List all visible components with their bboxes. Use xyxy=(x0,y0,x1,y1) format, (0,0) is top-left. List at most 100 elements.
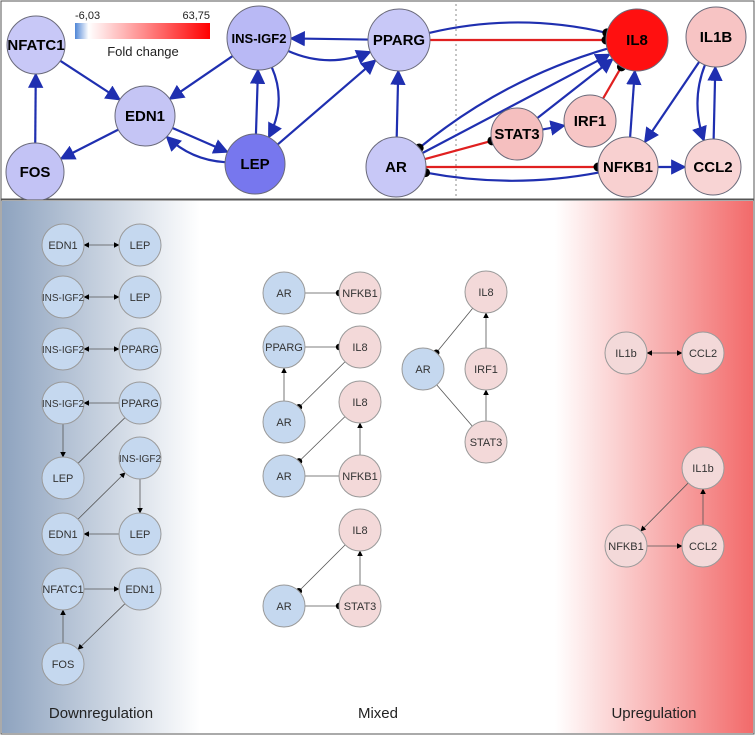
motif-node-edn1[interactable]: EDN1 xyxy=(118,567,162,611)
edge-stat3-irf1 xyxy=(542,120,566,136)
node-il8[interactable]: IL8 xyxy=(605,8,669,72)
motif-node-circle xyxy=(338,508,382,552)
motif-node-ins-igf2[interactable]: INS-IGF2 xyxy=(41,275,85,319)
motif-node-label: AR xyxy=(276,601,291,613)
motif-node-label: LEP xyxy=(130,529,151,541)
node-edn1[interactable]: EDN1 xyxy=(114,85,176,147)
node-nfatc1[interactable]: NFATC1 xyxy=(6,15,66,75)
node-fos[interactable]: FOS xyxy=(5,142,65,202)
motif-node-ins-igf2[interactable]: INS-IGF2 xyxy=(41,327,85,371)
edge-edn1-lep xyxy=(172,126,229,154)
motif-node-irf1[interactable]: IRF1 xyxy=(464,347,508,391)
motif-node-label: IL8 xyxy=(352,397,367,409)
motif-node-pparg[interactable]: PPARG xyxy=(118,381,162,425)
node-circle xyxy=(226,5,292,71)
motif-node-nfatc1[interactable]: NFATC1 xyxy=(41,567,85,611)
motif-node-circle xyxy=(262,400,306,444)
motif-node-lep[interactable]: LEP xyxy=(118,512,162,556)
motif-node-ar[interactable]: AR xyxy=(262,271,306,315)
motif-node-circle xyxy=(681,446,725,490)
motif-node-label: IL1b xyxy=(615,348,636,360)
motif-node-pparg[interactable]: PPARG xyxy=(118,327,162,371)
motif-node-ccl2[interactable]: CCL2 xyxy=(681,331,725,375)
motif-node-nfkb1[interactable]: NFKB1 xyxy=(338,271,382,315)
motif-node-label: IRF1 xyxy=(474,364,498,376)
edge-fos-nfatc1 xyxy=(27,72,44,144)
network-edges xyxy=(27,21,723,182)
node-label: NFATC1 xyxy=(7,37,64,54)
motif-node-ar[interactable]: AR xyxy=(262,400,306,444)
node-lep[interactable]: LEP xyxy=(224,133,286,195)
motif-node-label: AR xyxy=(276,417,291,429)
node-nfkb1[interactable]: NFKB1 xyxy=(597,136,659,198)
motif-node-label: EDN1 xyxy=(48,240,77,252)
motif-node-label: IL8 xyxy=(352,342,367,354)
motif-node-ar[interactable]: AR xyxy=(262,584,306,628)
edge-pparg-insigf2 xyxy=(289,30,369,47)
motif-node-il8[interactable]: IL8 xyxy=(464,270,508,314)
motif-node-label: PPARG xyxy=(121,344,159,356)
node-circle xyxy=(224,133,286,195)
motif-node-stat3[interactable]: STAT3 xyxy=(338,584,382,628)
motif-node-il1b[interactable]: IL1b xyxy=(681,446,725,490)
motif-node-ar[interactable]: AR xyxy=(262,454,306,498)
motif-node-nfkb1[interactable]: NFKB1 xyxy=(604,524,648,568)
node-pparg[interactable]: PPARG xyxy=(367,8,431,72)
motif-node-edn1[interactable]: EDN1 xyxy=(41,223,85,267)
motif-edge xyxy=(298,416,346,462)
motif-node-il8[interactable]: IL8 xyxy=(338,325,382,369)
node-label: CCL2 xyxy=(693,159,732,176)
motif-node-edn1[interactable]: EDN1 xyxy=(41,512,85,556)
motif-node-circle xyxy=(118,327,162,371)
edge-il1b-nfkb1 xyxy=(643,61,701,144)
node-il1b[interactable]: IL1B xyxy=(685,6,747,68)
node-irf1[interactable]: IRF1 xyxy=(563,94,617,148)
edge-nfkb1-ar xyxy=(425,171,599,182)
motif-node-fos[interactable]: FOS xyxy=(41,642,85,686)
node-label: LEP xyxy=(240,156,269,173)
motif-node-stat3[interactable]: STAT3 xyxy=(464,420,508,464)
motif-node-label: STAT3 xyxy=(344,601,377,613)
motif-node-label: AR xyxy=(415,364,430,376)
motif-node-circle xyxy=(41,567,85,611)
motif-node-circle xyxy=(41,512,85,556)
node-stat3[interactable]: STAT3 xyxy=(490,107,544,161)
motif-node-circle xyxy=(262,325,306,369)
edge-insigf2-lep xyxy=(267,66,282,139)
section-label-downregulation: Downregulation xyxy=(49,705,153,722)
edge-nfatc1-edn1 xyxy=(59,59,122,101)
motif-edge xyxy=(77,472,126,520)
node-circle xyxy=(684,138,742,196)
motif-node-circle xyxy=(118,381,162,425)
motif-edge xyxy=(298,544,346,592)
motif-node-lep[interactable]: LEP xyxy=(118,223,162,267)
motif-node-il1b[interactable]: IL1b xyxy=(604,331,648,375)
motif-node-ins-igf2[interactable]: INS-IGF2 xyxy=(118,436,162,480)
node-ins-igf2[interactable]: INS-IGF2 xyxy=(226,5,292,71)
motif-node-label: CCL2 xyxy=(689,541,717,553)
edge-edn1-fos xyxy=(59,128,119,160)
motif-node-il8[interactable]: IL8 xyxy=(338,380,382,424)
motif-node-circle xyxy=(41,456,85,500)
motif-node-lep[interactable]: LEP xyxy=(118,275,162,319)
motif-node-label: PPARG xyxy=(265,342,303,354)
node-ar[interactable]: AR xyxy=(365,136,427,198)
edge-lep-edn1 xyxy=(165,135,226,164)
motif-node-il8[interactable]: IL8 xyxy=(338,508,382,552)
motif-node-circle xyxy=(118,512,162,556)
node-label: AR xyxy=(385,159,407,176)
motif-node-ccl2[interactable]: CCL2 xyxy=(681,524,725,568)
node-ccl2[interactable]: CCL2 xyxy=(684,138,742,196)
motif-node-circle xyxy=(464,270,508,314)
motif-node-ins-igf2[interactable]: INS-IGF2 xyxy=(41,381,85,425)
edge-insigf2-pparg xyxy=(287,49,372,65)
motif-node-label: AR xyxy=(276,288,291,300)
motif-node-lep[interactable]: LEP xyxy=(41,456,85,500)
motif-node-pparg[interactable]: PPARG xyxy=(262,325,306,369)
motif-edge xyxy=(77,603,126,650)
motif-node-ar[interactable]: AR xyxy=(401,347,445,391)
motif-node-nfkb1[interactable]: NFKB1 xyxy=(338,454,382,498)
motif-node-circle xyxy=(118,223,162,267)
